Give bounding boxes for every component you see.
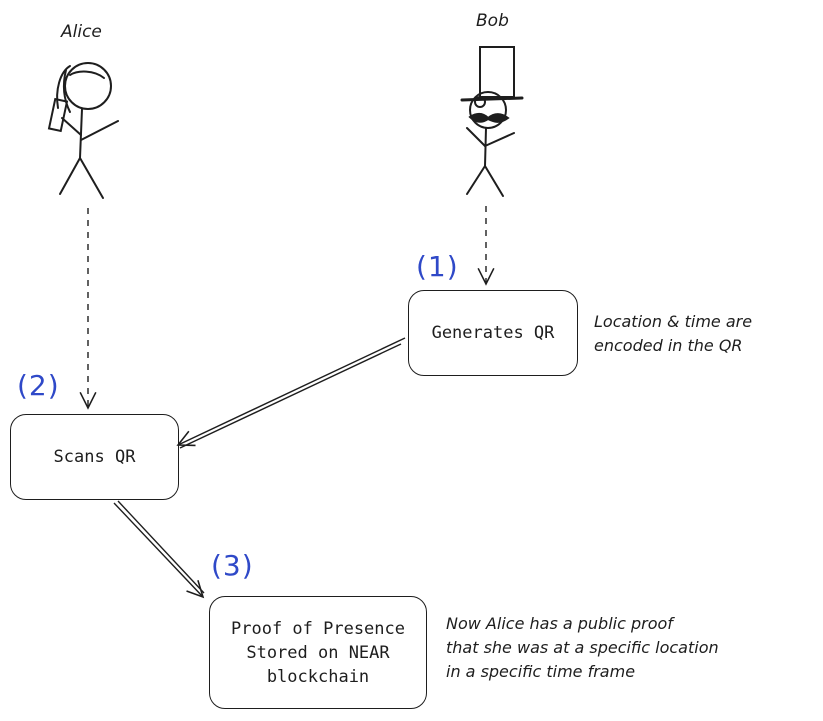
generates-qr-box: Generates QR (408, 290, 578, 376)
proof-label-line-2: Stored on NEAR (246, 642, 390, 663)
proof-label-line-1: Proof of Presence (231, 618, 405, 639)
step-2-marker: (2) (17, 369, 60, 402)
bob-arm-left (466, 127, 486, 147)
bob-leg-left (466, 165, 486, 195)
bob-head (469, 91, 507, 129)
proof-note-line-1: Now Alice has a public proof (446, 614, 673, 633)
alice-hair-fringe (69, 70, 105, 79)
qr-note: Location & time are encoded in the QR (594, 310, 752, 358)
proof-of-presence-box: Proof of Presence Stored on NEAR blockch… (209, 596, 427, 709)
bob-hat-brim (460, 96, 524, 102)
alice-body (79, 108, 83, 159)
proof-of-presence-label: Proof of Presence Stored on NEAR blockch… (231, 617, 405, 689)
alice-arm-right (80, 120, 119, 141)
proof-note: Now Alice has a public proof that she wa… (446, 612, 719, 684)
alice-name: Alice (61, 22, 102, 42)
alice-hair (56, 65, 71, 113)
bob-leg-right (484, 165, 504, 197)
bob-figure (460, 46, 524, 197)
alice-figure (47, 62, 119, 199)
proof-note-line-2: that she was at a specific location (446, 638, 719, 657)
scan-to-proof-arrow (113, 500, 205, 599)
step-3-marker: (3) (211, 549, 254, 582)
qr-note-line-1: Location & time are (594, 312, 753, 331)
alice-leg-right (79, 157, 104, 199)
bob-mustache (468, 113, 510, 123)
bob-top-hat (479, 46, 515, 98)
qr-note-line-2: encoded in the QR (594, 336, 743, 355)
alice-head (64, 62, 112, 110)
bob-body (484, 127, 487, 167)
bob-arm-right (484, 132, 515, 147)
scans-qr-label: Scans QR (53, 447, 136, 467)
proof-note-line-3: in a specific time frame (446, 662, 636, 681)
bob-name: Bob (476, 11, 509, 31)
proof-label-line-3: blockchain (266, 666, 370, 687)
scans-qr-box: Scans QR (10, 414, 179, 500)
generate-to-scan-arrow (176, 337, 406, 449)
alice-arm-left (61, 117, 82, 136)
bob-monocle (474, 96, 486, 108)
alice-leg-left (59, 157, 81, 195)
step-1-marker: (1) (416, 250, 459, 283)
generates-qr-label: Generates QR (431, 323, 555, 343)
alice-phone (47, 97, 69, 133)
